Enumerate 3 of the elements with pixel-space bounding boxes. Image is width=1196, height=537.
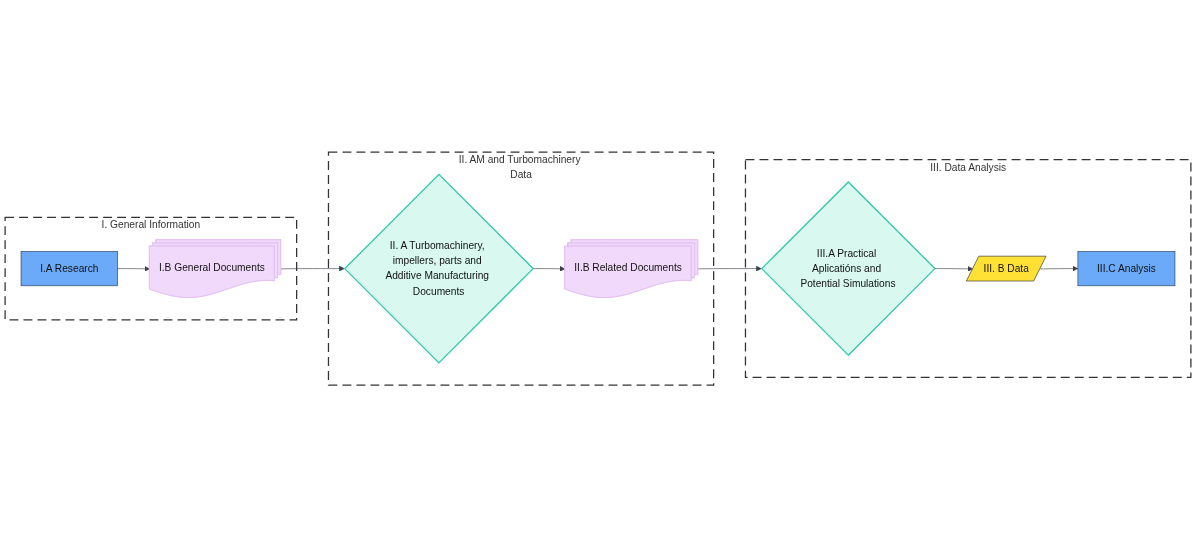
node-box: I.A Research: [20, 251, 118, 286]
node-box: III.C Analysis: [1077, 251, 1176, 286]
node-diamond: III.A Practical Aplicatións and Potential Simulations: [760, 181, 936, 356]
